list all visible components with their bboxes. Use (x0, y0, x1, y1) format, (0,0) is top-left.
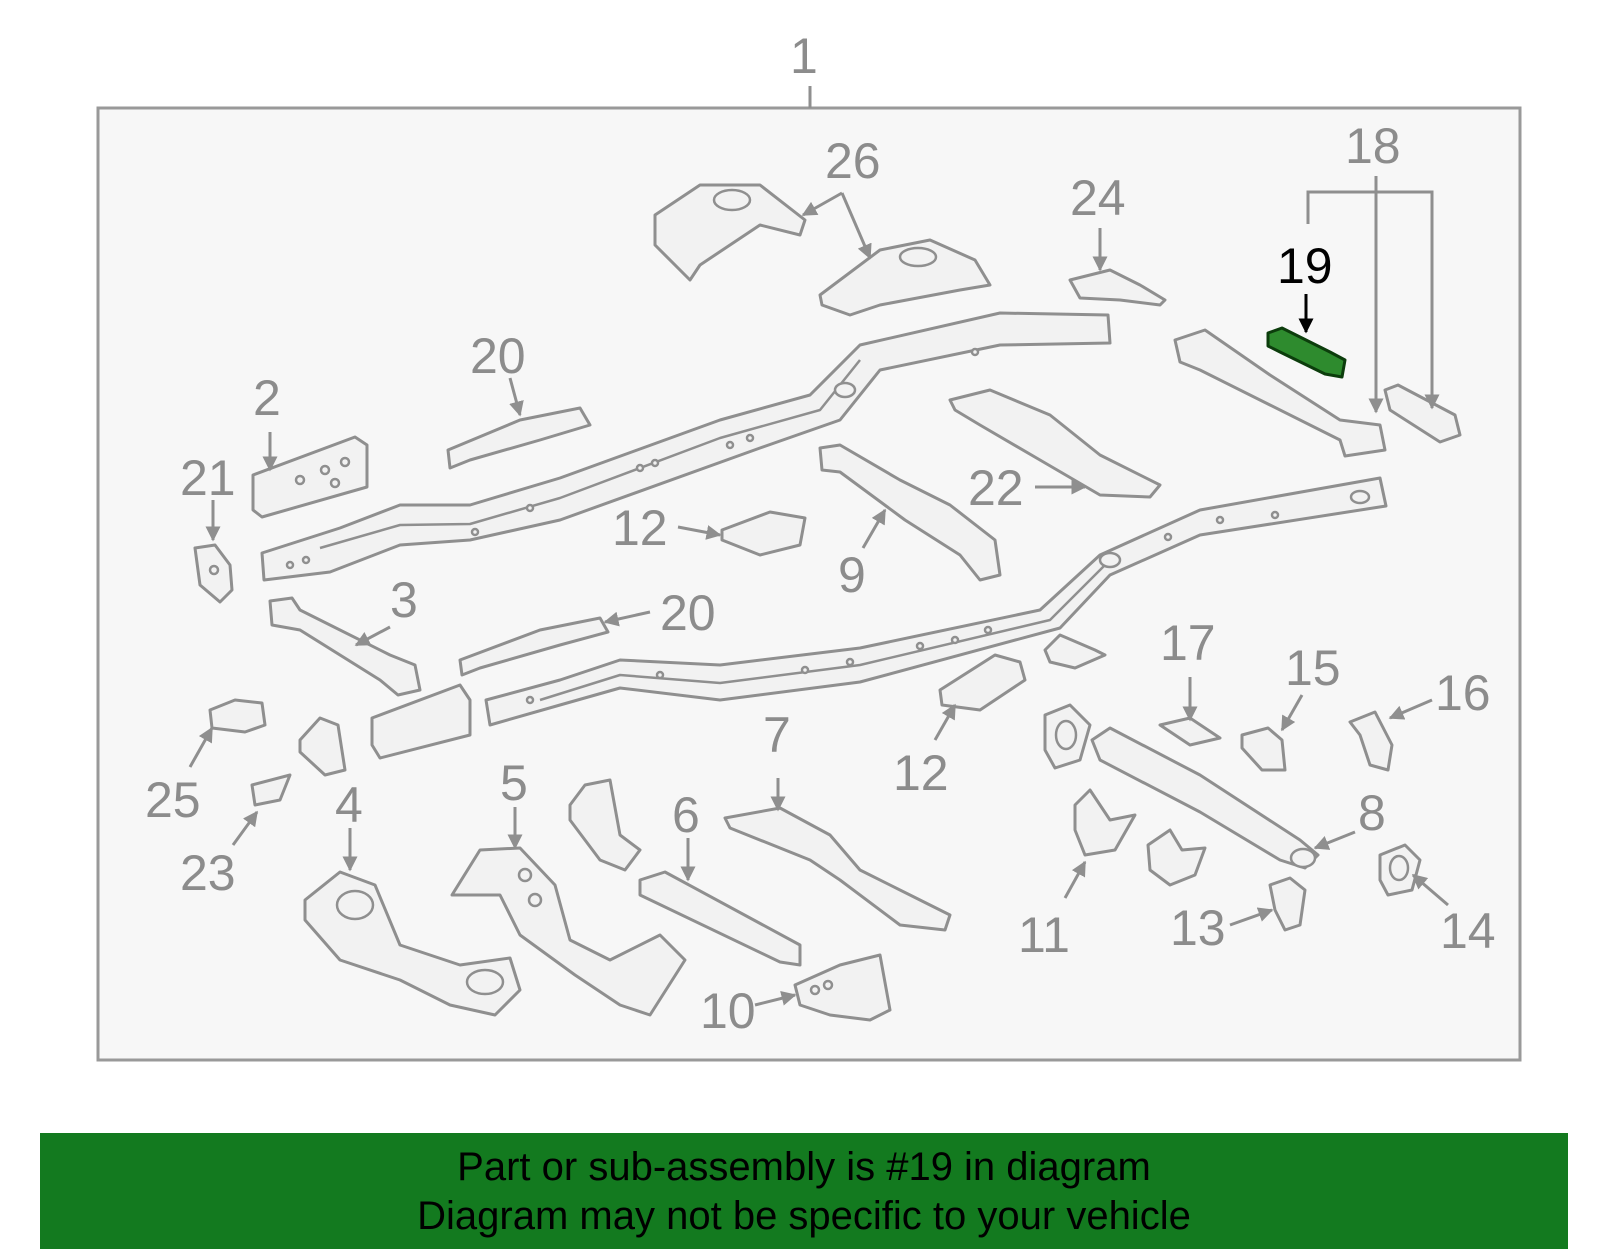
callout-6: 6 (672, 787, 700, 843)
callout-4: 4 (335, 777, 363, 833)
part-13-bracket-upper (1146, 828, 1207, 887)
callout-1: 1 (790, 28, 818, 84)
callout-13: 13 (1170, 900, 1226, 956)
part-3-crossmember (268, 596, 422, 697)
callout-5: 5 (500, 755, 528, 811)
callout-7: 7 (763, 707, 791, 763)
part-12-upper (720, 510, 807, 557)
callout-17: 17 (1160, 615, 1216, 671)
callout-8: 8 (1358, 785, 1386, 841)
part-20-upper (446, 406, 592, 470)
leader-lines (188, 176, 1449, 1007)
part-22-crossmember (948, 388, 1162, 499)
part-2-bracket (251, 435, 369, 519)
banner-line-2: Diagram may not be specific to your vehi… (417, 1194, 1191, 1238)
part-26-towers (653, 183, 992, 317)
part-4-crossmember (303, 870, 522, 1017)
callout-24: 24 (1070, 170, 1126, 226)
callout-9: 9 (838, 547, 866, 603)
frame-rail-right (484, 476, 1388, 727)
callout-11: 11 (1018, 907, 1070, 963)
part-24-bracket (1068, 268, 1167, 307)
part-20-lower (458, 616, 610, 677)
part-11-bracket (1073, 788, 1137, 857)
callout-16: 16 (1435, 665, 1491, 721)
callout-10: 10 (700, 983, 756, 1039)
part-17-plate (1158, 716, 1222, 747)
callout-14: 14 (1440, 903, 1496, 959)
callout-15: 15 (1285, 640, 1341, 696)
part-7-crossmember (723, 806, 952, 932)
callout-26: 26 (825, 133, 881, 189)
part-cage-bracket (1043, 633, 1107, 670)
callout-3: 3 (390, 572, 418, 628)
part-9-crossmember (818, 443, 1002, 582)
part-16-bracket (1348, 710, 1394, 772)
part-10-bracket (793, 953, 892, 1022)
info-banner: Part or sub-assembly is #19 in diagram D… (40, 1133, 1568, 1249)
frame-rail-left (260, 311, 1112, 582)
callout-21: 21 (180, 450, 236, 506)
callout-22: 22 (968, 460, 1024, 516)
callout-19: 19 (1277, 238, 1333, 294)
callout-2: 2 (253, 370, 281, 426)
part-18-rear-crossmember (1173, 328, 1462, 458)
part-6-bracket (568, 778, 802, 967)
callout-12a: 12 (612, 500, 668, 556)
part-rail-front-box (370, 683, 472, 760)
part-23-bracket (250, 773, 292, 807)
banner-line-1: Part or sub-assembly is #19 in diagram (457, 1145, 1151, 1189)
callout-20a: 20 (470, 328, 526, 384)
part-19-highlighted (1266, 326, 1347, 379)
callout-23: 23 (180, 845, 236, 901)
part-small-gusset (298, 716, 347, 777)
callout-12b: 12 (893, 745, 949, 801)
part-13-bracket (1268, 876, 1307, 932)
callout-25: 25 (145, 772, 201, 828)
part-14-gasket (1378, 843, 1422, 897)
part-8-tube (1090, 726, 1320, 870)
callout-18: 18 (1345, 118, 1401, 174)
part-15-bracket (1240, 726, 1287, 772)
part-gasket-left (1043, 703, 1092, 770)
part-5-crossmember (450, 846, 687, 1017)
part-21-bracket (193, 543, 234, 604)
callout-20b: 20 (660, 585, 716, 641)
